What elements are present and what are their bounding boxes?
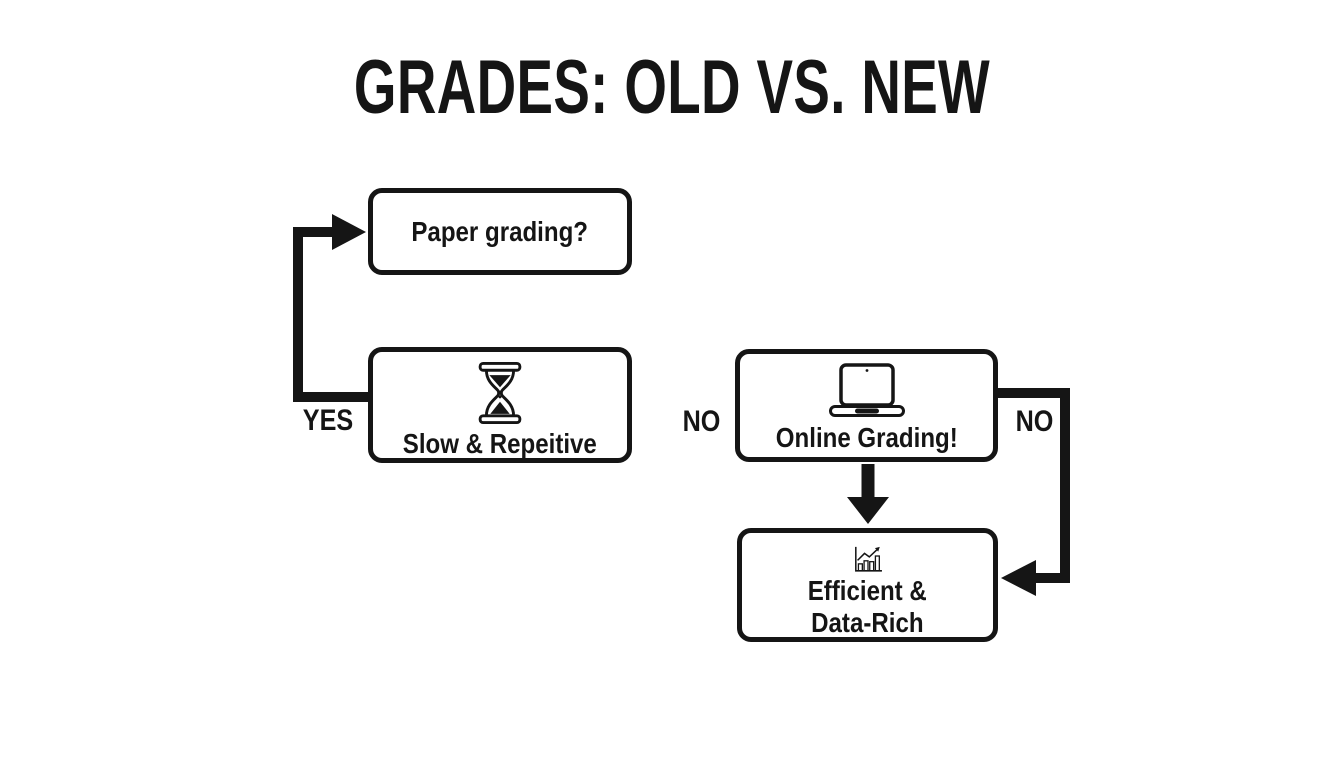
node-efficient-label-line2: Data-Rich <box>788 608 947 637</box>
edge-label-no-right: NO <box>1015 405 1054 438</box>
edge-down-arrowhead <box>847 497 889 524</box>
node-slow-repetitive: Slow & Repeitive <box>368 347 632 463</box>
node-paper-grading-label: Paper grading? <box>411 216 589 247</box>
edge-yes-line <box>293 227 368 402</box>
node-online-grading: Online Grading! <box>735 349 998 462</box>
node-slow-repetitive-label: Slow & Repeitive <box>402 428 598 459</box>
laptop-icon <box>828 363 905 417</box>
edge-label-no-left: NO <box>682 405 721 438</box>
edge-label-yes: YES <box>302 404 354 437</box>
node-paper-grading: Paper grading? <box>368 188 632 275</box>
node-efficient-label-line1: Efficient & <box>807 575 928 606</box>
edge-no-right-arrowhead <box>1001 560 1036 596</box>
node-online-grading-label: Online Grading! <box>775 422 958 453</box>
node-efficient-data-rich: Efficient & Data-Rich <box>737 528 998 642</box>
hourglass-icon <box>478 362 522 424</box>
diagram-title: GRADES: OLD VS. NEW <box>353 45 991 130</box>
bar-chart-icon <box>854 546 882 572</box>
edge-yes-arrowhead <box>332 214 366 250</box>
